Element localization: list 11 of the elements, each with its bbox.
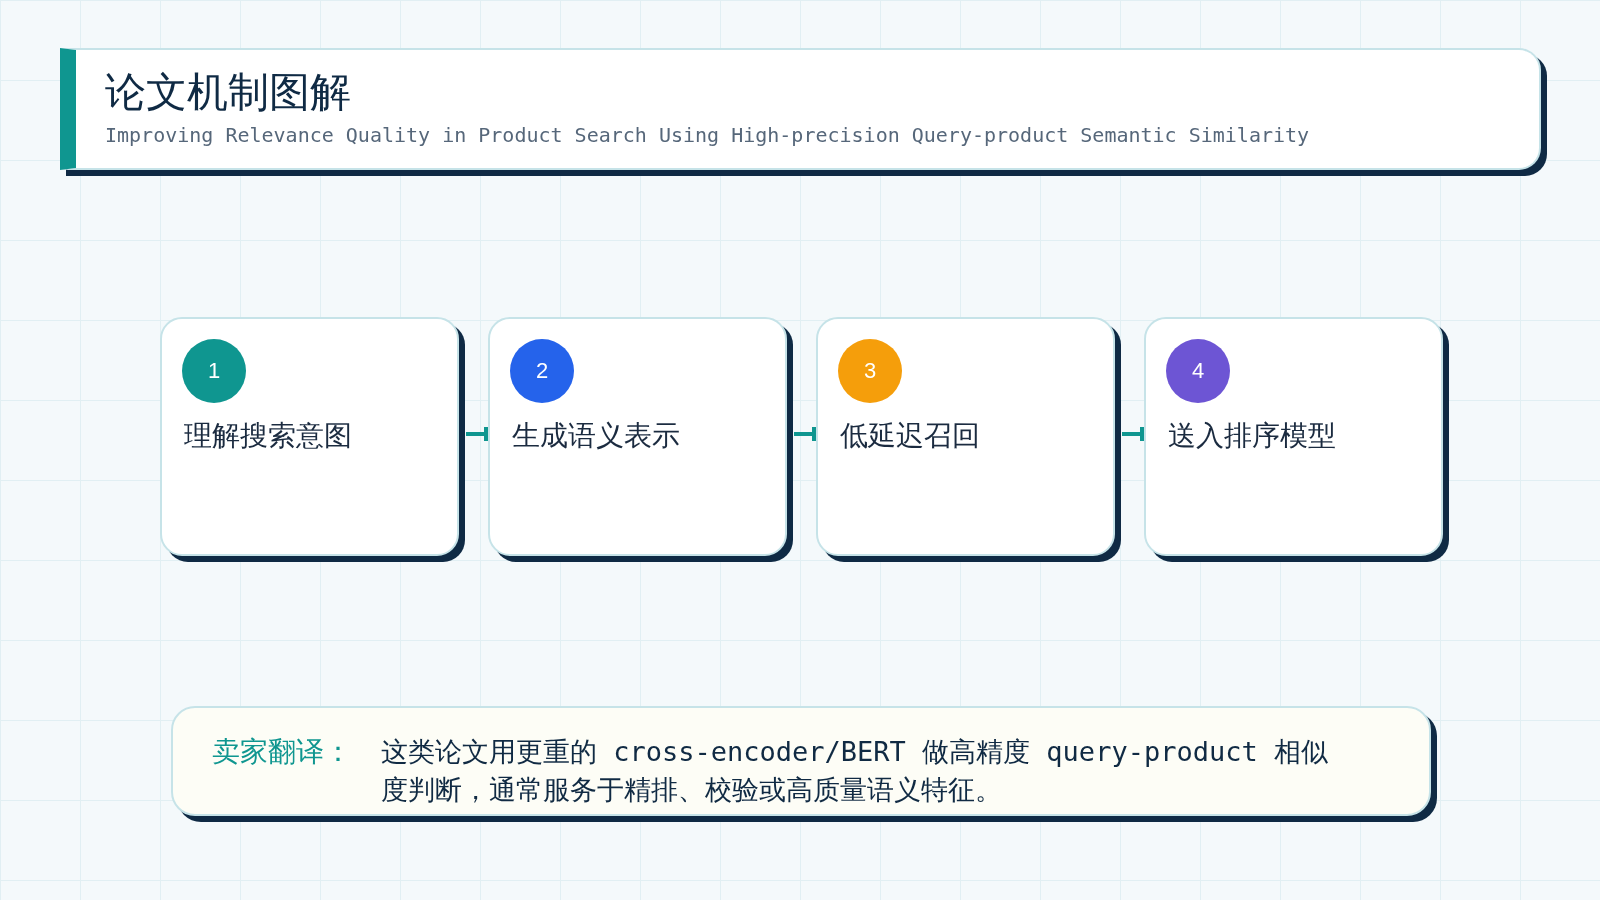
connector-line [794, 427, 816, 441]
note-text: 这类论文用更重的 cross-encoder/BERT 做高精度 query-product 相似度判断，通常服务于精排、校验或高质量语义特征。 [381, 735, 1329, 807]
subtitle: Improving Relevance Quality in Product Search Using High-precision Query-product Semantic Similarity [105, 122, 1310, 148]
step-label: 送入排序模型 [1168, 419, 1336, 453]
step-label: 生成语义表示 [512, 419, 680, 453]
step-label: 理解搜索意图 [184, 419, 352, 453]
page-title: 论文机制图解 [105, 68, 351, 116]
connector-line [1122, 427, 1144, 441]
connector-line [466, 427, 488, 441]
step-label: 低延迟召回 [840, 419, 980, 453]
note-heading: 卖家翻译： [212, 735, 353, 769]
